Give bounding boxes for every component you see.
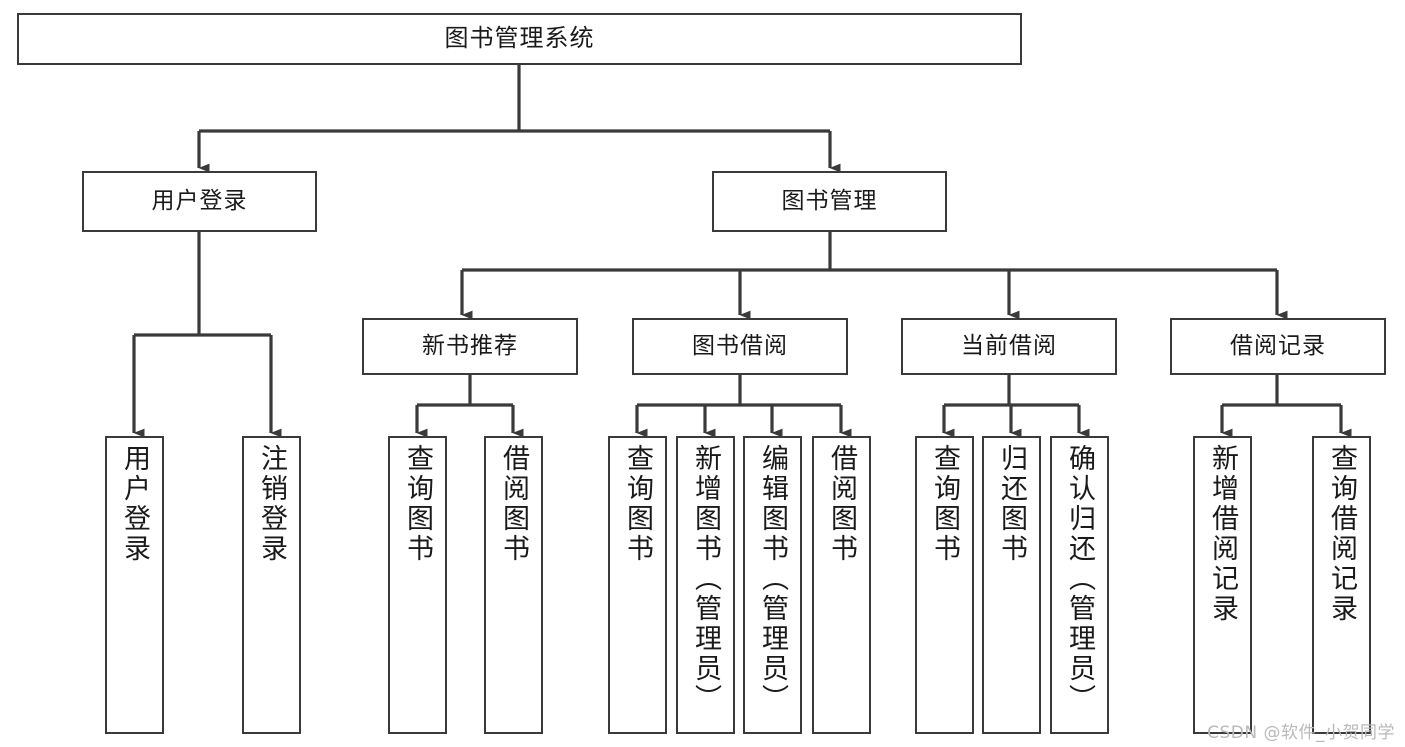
node-current-borrow[interactable]: 当前借阅 (901, 318, 1117, 375)
watermark-text: CSDN @软件_小贺同学 (1207, 723, 1395, 743)
node-label: 图书管理 (781, 188, 878, 215)
leaf-user-login-logout[interactable]: 注销登录 (242, 436, 301, 734)
node-label: 查询图书 (402, 444, 433, 564)
node-label: 注销登录 (256, 444, 287, 564)
leaf-current-return-book[interactable]: 归还图书 (982, 436, 1041, 734)
node-user-login[interactable]: 用户登录 (82, 171, 317, 232)
node-book-borrow[interactable]: 图书借阅 (632, 318, 848, 375)
node-root-book-management-system[interactable]: 图书管理系统 (17, 13, 1022, 65)
node-label: 图书借阅 (692, 333, 788, 360)
leaf-records-query-record[interactable]: 查询借阅记录 (1312, 436, 1371, 734)
node-book-management[interactable]: 图书管理 (712, 171, 947, 232)
leaf-current-confirm-return-admin[interactable]: 确认归还（管理员） (1050, 436, 1109, 734)
node-label: 用户登录 (119, 444, 150, 564)
node-label: 归还图书 (996, 444, 1027, 564)
node-label: 查询图书 (929, 444, 960, 564)
leaf-borrow-borrow-book[interactable]: 借阅图书 (812, 436, 871, 734)
node-label: 查询图书 (622, 444, 653, 564)
node-label: 编辑图书（管理员） (757, 444, 788, 714)
leaf-user-login-login[interactable]: 用户登录 (105, 436, 164, 734)
node-borrow-records[interactable]: 借阅记录 (1170, 318, 1386, 375)
node-label: 新增图书（管理员） (690, 444, 721, 714)
node-label: 当前借阅 (961, 333, 1057, 360)
node-label: 借阅图书 (826, 444, 857, 564)
leaf-current-query-book[interactable]: 查询图书 (915, 436, 974, 734)
node-new-book-recommend[interactable]: 新书推荐 (362, 318, 578, 375)
node-label: 借阅记录 (1230, 333, 1326, 360)
node-label: 确认归还（管理员） (1064, 444, 1095, 714)
node-label: 新书推荐 (422, 333, 518, 360)
node-label: 借阅图书 (498, 444, 529, 564)
node-label: 用户登录 (151, 188, 248, 215)
leaf-new-book-borrow[interactable]: 借阅图书 (484, 436, 543, 734)
node-label: 新增借阅记录 (1207, 444, 1238, 624)
leaf-records-add-record[interactable]: 新增借阅记录 (1193, 436, 1252, 734)
node-label: 图书管理系统 (444, 24, 595, 53)
leaf-borrow-add-book-admin[interactable]: 新增图书（管理员） (676, 436, 735, 734)
leaf-new-book-query[interactable]: 查询图书 (388, 436, 447, 734)
leaf-borrow-edit-book-admin[interactable]: 编辑图书（管理员） (743, 436, 802, 734)
node-label: 查询借阅记录 (1326, 444, 1357, 624)
leaf-borrow-query-book[interactable]: 查询图书 (608, 436, 667, 734)
